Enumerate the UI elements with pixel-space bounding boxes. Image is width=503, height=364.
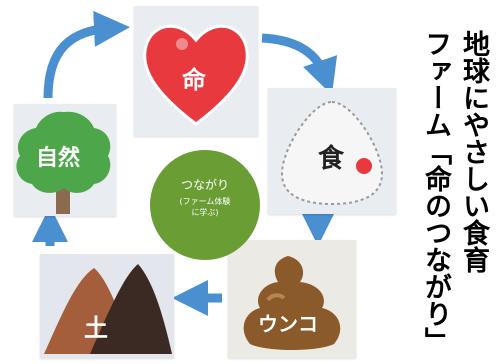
card-unko: ウンコ — [228, 240, 356, 358]
label-tsuchi: 土 — [84, 314, 108, 342]
title-line-1: 地球にやさしい食育 — [458, 30, 489, 273]
center-title: つながり — [180, 178, 229, 192]
label-shoku: 食 — [318, 144, 345, 174]
arrow-inochi-to-shoku — [261, 33, 338, 95]
heart-icon — [143, 24, 249, 126]
soil-mound-icon — [44, 264, 172, 354]
center-subtitle-line1: (ファーム体験 — [179, 197, 231, 206]
center-subtitle-line2: に学ぶ) — [191, 208, 219, 217]
card-tsuchi: 土 — [40, 254, 174, 358]
label-unko: ウンコ — [258, 312, 318, 336]
center-subtitle: (ファーム体験 に学ぶ) — [150, 196, 260, 218]
title-line-2: ファーム「命のつながり」 — [420, 30, 451, 354]
card-shoku: 食 — [268, 88, 396, 214]
label-inochi: 命 — [182, 66, 206, 94]
tree-icon — [16, 111, 111, 214]
card-inochi: 命 — [134, 6, 258, 136]
label-shizen: 自然 — [36, 146, 81, 171]
card-shizen: 自然 — [14, 104, 116, 216]
center-circle: つながり (ファーム体験 に学ぶ) — [150, 150, 260, 260]
rice-ball-icon — [280, 100, 384, 206]
arrow-shizen-to-inochi — [43, 10, 130, 99]
poop-icon — [243, 256, 341, 350]
